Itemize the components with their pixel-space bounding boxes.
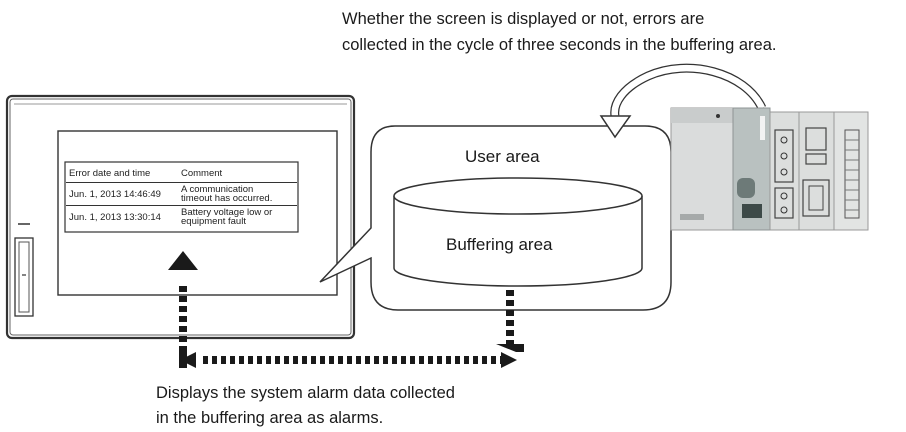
table-row: Jun. 1, 2013 13:30:14 Battery voltage lo… bbox=[66, 205, 297, 228]
collection-note-line2: collected in the cycle of three seconds … bbox=[342, 36, 777, 54]
buffering-area-label: Buffering area bbox=[446, 235, 553, 254]
plc-rack bbox=[670, 107, 869, 231]
row-comment-line1: A communication bbox=[181, 184, 254, 195]
collection-note-line1: Whether the screen is displayed or not, … bbox=[342, 10, 705, 28]
row-datetime: Jun. 1, 2013 13:30:14 bbox=[69, 211, 161, 223]
row-datetime: Jun. 1, 2013 14:46:49 bbox=[69, 188, 161, 200]
buffering-area-cylinder bbox=[393, 177, 643, 287]
display-note-line2: in the buffering area as alarms. bbox=[156, 409, 384, 427]
display-flow-arrow bbox=[168, 251, 524, 368]
user-area-label: User area bbox=[465, 147, 540, 166]
collection-cycle-arrow bbox=[599, 63, 767, 139]
row-comment: A communication timeout has occurred. bbox=[181, 184, 297, 204]
header-datetime: Error date and time bbox=[69, 167, 151, 179]
row-comment-line2: equipment fault bbox=[181, 216, 246, 227]
alarm-table: Error date and time Comment Jun. 1, 2013… bbox=[66, 164, 297, 228]
row-comment-line2: timeout has occurred. bbox=[181, 193, 273, 204]
display-note: Displays the system alarm data collected… bbox=[156, 381, 455, 431]
arrow-up-icon bbox=[168, 251, 198, 270]
table-row: Jun. 1, 2013 14:46:49 A communication ti… bbox=[66, 182, 297, 205]
alarm-table-header: Error date and time Comment bbox=[66, 164, 297, 182]
header-comment: Comment bbox=[181, 167, 223, 179]
alarm-table-frame bbox=[64, 161, 299, 233]
plc-power-module bbox=[670, 107, 734, 231]
display-note-line1: Displays the system alarm data collected bbox=[156, 384, 455, 402]
row-comment-line1: Battery voltage low or bbox=[181, 207, 273, 218]
collection-note: Whether the screen is displayed or not, … bbox=[342, 6, 776, 58]
row-comment: Battery voltage low or equipment fault bbox=[181, 207, 297, 227]
